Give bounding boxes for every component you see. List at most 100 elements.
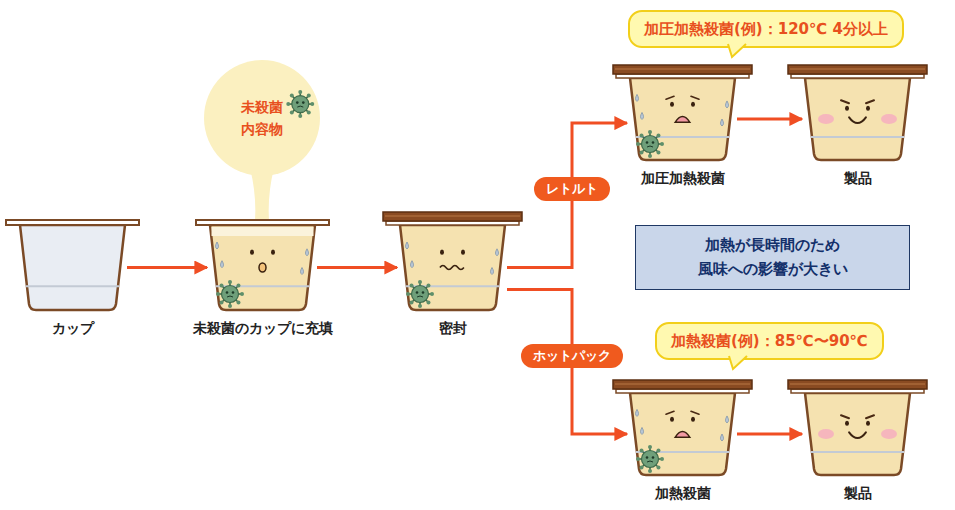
cup-outline [780, 58, 935, 180]
sweat-drop [641, 427, 644, 434]
face-eye [271, 250, 275, 255]
callout-text: 加熱殺菌(例)：85℃〜90℃ [671, 332, 868, 350]
cup-outline [375, 205, 530, 330]
face-eye [845, 106, 849, 111]
cup-node: 製品 [805, 78, 910, 160]
sweat-drop [636, 409, 639, 416]
face-eye [440, 250, 444, 255]
germ-spike-tip [307, 94, 311, 98]
germ-spike-tip [660, 457, 664, 461]
germ-spike-tip [236, 300, 240, 304]
cup-node: 未殺菌のカップに充填 [210, 225, 315, 310]
cup-outline [0, 205, 150, 330]
germ-spike-tip [426, 300, 430, 304]
sweat-drop [726, 416, 729, 423]
germ-spike-tip [410, 284, 414, 288]
cup-lid-line [790, 69, 925, 70]
germ-spike-tip [656, 134, 660, 138]
germ-spike-tip [310, 102, 314, 106]
condition-callout: 加圧加熱殺菌(例)：120℃ 4分以上 [628, 10, 904, 48]
cup-rim [6, 220, 139, 225]
cup-outline [185, 205, 340, 330]
germ-icon [406, 280, 434, 308]
germ-spike-tip [656, 449, 660, 453]
flow-arrow [737, 118, 802, 121]
sweat-drop [726, 101, 729, 108]
callout-tail-fill [729, 356, 747, 369]
face-cheek [818, 114, 834, 124]
germ-eye [646, 141, 649, 144]
cup-lid-line [615, 69, 750, 70]
condition-callout: 加熱殺菌(例)：85℃〜90℃ [655, 322, 884, 360]
cup-rim [196, 220, 329, 225]
face-eyebrows [666, 96, 699, 99]
cup-caption: 製品 [844, 170, 872, 188]
cup-body [210, 225, 315, 310]
cup-body [630, 393, 735, 475]
callout-tail-fill [728, 44, 746, 57]
cup-node: 密封 [400, 225, 505, 310]
germ-spike-tip [648, 445, 652, 449]
face-smile [849, 432, 866, 438]
face-eye [691, 102, 695, 107]
face-eye [866, 106, 870, 111]
germ-icon [636, 445, 664, 473]
germ-eye [296, 101, 299, 104]
cup-body [805, 393, 910, 475]
germ-spike-tip [418, 280, 422, 284]
germ-spike-tip [216, 292, 220, 296]
cup-lid [788, 65, 927, 74]
callout-text: 加圧加熱殺菌(例)：120℃ 4分以上 [644, 20, 888, 38]
germ-spike-tip [660, 142, 664, 146]
germ-eye [652, 141, 655, 144]
cup-node: カップ [20, 225, 125, 310]
sweat-drop [636, 94, 639, 101]
cup-body [805, 78, 910, 160]
cup-caption: 加圧加熱殺菌 [641, 170, 725, 188]
sweat-drop [496, 249, 499, 256]
flow-arrow [127, 266, 207, 269]
face-smile [849, 117, 866, 123]
face-eyebrows [666, 411, 699, 414]
germ-spike-tip [640, 449, 644, 453]
germ-eye [232, 291, 235, 294]
callout-tail [726, 44, 750, 60]
flow-arrow [737, 433, 802, 436]
germ-eye [652, 456, 655, 459]
cup-caption: カップ [52, 320, 94, 338]
cup-node: 加圧加熱殺菌 [630, 78, 735, 160]
face-eye [670, 417, 674, 422]
face-eye [670, 102, 674, 107]
germ-mouth [417, 296, 423, 297]
germ-icon [216, 280, 244, 308]
germ-spike-tip [648, 154, 652, 158]
germ-spike-tip [286, 102, 290, 106]
face-cheek [881, 114, 897, 124]
cup-ring [811, 451, 904, 453]
cup-body [20, 225, 125, 310]
flow-arrow [507, 290, 627, 434]
germ-eye [302, 101, 305, 104]
face-mouth [675, 117, 690, 123]
branch-label: ホットパック [521, 344, 623, 368]
face-eye [866, 421, 870, 426]
sweat-drop [216, 242, 219, 249]
germ-eye [422, 291, 425, 294]
germ-spike-tip [298, 90, 302, 94]
cup-lid [613, 65, 752, 74]
face-mouth [259, 263, 266, 272]
germ-spike-tip [418, 304, 422, 308]
germ-spike-tip [240, 292, 244, 296]
cup-lid [613, 380, 752, 389]
callout-tail-line [728, 44, 746, 57]
sweat-drop [411, 261, 414, 268]
germ-mouth [647, 146, 653, 147]
germ-spike-tip [410, 300, 414, 304]
germ-spike-tip [656, 465, 660, 469]
germ-spike-tip [636, 142, 640, 146]
cup-caption: 製品 [844, 485, 872, 503]
sweat-drop [221, 261, 224, 268]
cup-ring [26, 285, 119, 287]
face-eye [461, 250, 465, 255]
germ-mouth [227, 296, 233, 297]
